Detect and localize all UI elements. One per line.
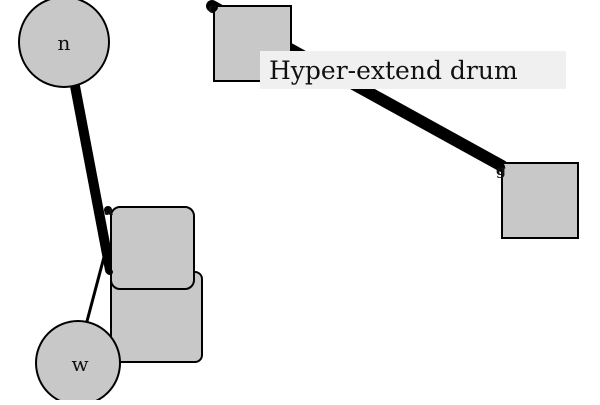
anchor-c-label: c — [208, 1, 217, 17]
node-n-circle[interactable] — [18, 0, 110, 88]
anchor-a-dot[interactable] — [104, 206, 112, 214]
box-upper-left[interactable] — [110, 206, 195, 290]
banner-background — [260, 51, 566, 89]
box-right[interactable] — [501, 162, 579, 239]
node-w-label: w — [71, 352, 88, 376]
node-n-label: n — [58, 31, 71, 55]
anchor-a-label: a — [104, 203, 113, 219]
banner-text: Hyper-extend drum — [269, 56, 518, 85]
connector-n-to-box[interactable] — [70, 81, 115, 275]
anchor-g-dot[interactable] — [497, 163, 505, 171]
anchor-c-dot[interactable] — [208, 2, 218, 12]
connector-w-to-box[interactable] — [84, 241, 110, 326]
anchor-g-label: g — [496, 163, 506, 179]
anchor-box-dot[interactable] — [107, 269, 113, 275]
node-w-circle[interactable] — [35, 320, 121, 405]
